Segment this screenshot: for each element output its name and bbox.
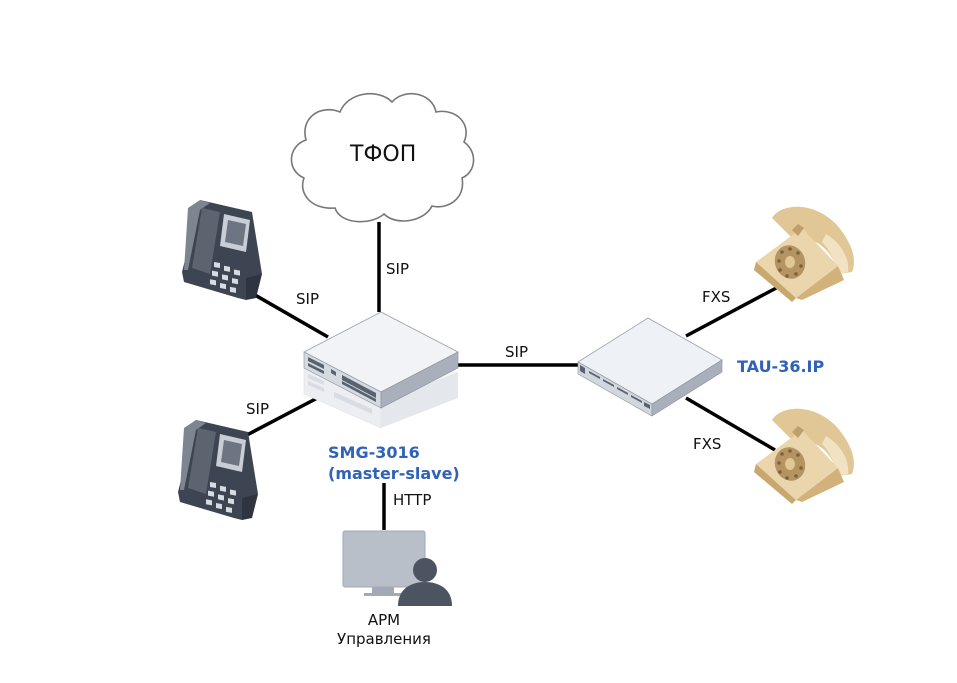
link-label-fxs-bottom: FXS xyxy=(693,435,722,453)
ip-phone-icon xyxy=(178,420,258,520)
link-tau-analog-bottom xyxy=(685,396,776,452)
workstation-caption-line2: Управления xyxy=(337,630,431,648)
smg-gateway-icon xyxy=(303,311,459,429)
link-label-http: HTTP xyxy=(393,491,432,509)
link-label-smg-tau-sip: SIP xyxy=(505,343,528,361)
analog-phone-icon xyxy=(754,206,855,302)
workstation-caption-line1: АРМ xyxy=(367,611,401,629)
analog-phone-icon xyxy=(754,408,855,504)
pstn-cloud-icon xyxy=(290,93,475,223)
link-phone-top-smg xyxy=(247,289,329,339)
link-label-phone-top-sip: SIP xyxy=(296,290,319,308)
ip-phone-icon xyxy=(182,200,262,300)
tau-adapter-icon xyxy=(577,317,723,417)
link-tau-analog-top xyxy=(685,284,781,338)
pstn-label: ТФОП xyxy=(350,142,417,167)
smg-gateway-mode: (master-slave) xyxy=(328,464,460,483)
smg-gateway-name: SMG-3016 xyxy=(328,443,420,462)
link-label-fxs-top: FXS xyxy=(702,288,731,306)
link-label-pstn-sip: SIP xyxy=(386,260,409,278)
link-label-phone-bottom-sip: SIP xyxy=(246,400,269,418)
link-phone-bottom-smg xyxy=(244,392,326,438)
user-icon xyxy=(398,558,452,606)
workstation-icon xyxy=(342,530,426,596)
tau-adapter-name: TAU-36.IP xyxy=(737,357,825,376)
